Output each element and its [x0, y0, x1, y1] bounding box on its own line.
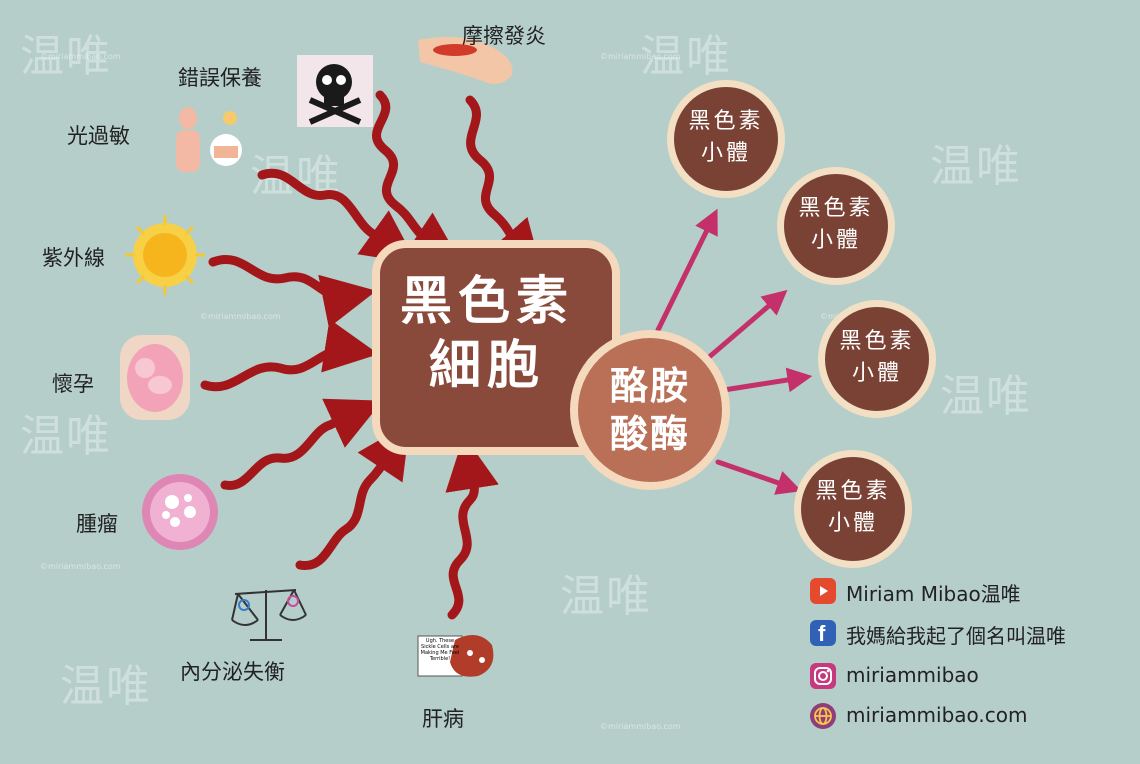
melanosome-circle-2 — [777, 167, 895, 285]
youtube-channel[interactable]: Miriam Mibao温唯 — [846, 582, 1021, 606]
tyrosinase-line1: 酪胺 — [609, 364, 690, 408]
liver-icon — [417, 635, 494, 677]
watermark: 温唯 — [940, 371, 1032, 422]
label-photosensitivity: 光過敏 — [67, 124, 130, 148]
watermark-site: ©miriammibao.com — [600, 722, 681, 731]
label-uv: 紫外線 — [42, 246, 105, 270]
liver-note: Ugh. These Sickle Cells are Making Me Fe… — [420, 638, 460, 662]
tumor-icon — [142, 474, 218, 550]
tyrosinase-line2: 酸酶 — [609, 412, 690, 456]
arrow-to-melanosome-1 — [655, 208, 718, 333]
watermark: 温唯 — [20, 31, 112, 82]
watermark-site: ©miriammibao.com — [40, 562, 121, 571]
arrow-to-melanosome-2 — [705, 289, 788, 361]
arrow-wrong-care — [372, 90, 463, 265]
label-endocrine: 內分泌失衡 — [180, 660, 285, 684]
melanosome-line1: 黑色素 — [798, 196, 874, 221]
label-wrong-care: 錯誤保養 — [178, 66, 262, 90]
arrow-pregnancy — [200, 319, 379, 392]
melanosome-circle-4 — [794, 450, 912, 568]
skull-icon — [297, 55, 373, 127]
body-allergy-icon — [176, 107, 242, 172]
scale-icon — [231, 589, 307, 641]
label-liver: 肝病 — [422, 707, 464, 731]
melanocyte-line1: 黑色素 — [399, 272, 574, 332]
pregnancy-icon — [120, 335, 190, 420]
facebook-page[interactable]: 我媽給我起了個名叫温唯 — [846, 624, 1066, 648]
watermark-site: ©miriammibao.com — [40, 52, 121, 61]
instagram-handle[interactable]: miriammibao — [846, 663, 979, 687]
melanosome-line2: 小體 — [810, 228, 861, 253]
melanosome-line1: 黑色素 — [688, 109, 764, 134]
melanosome-label-3: 黑色素 小體 — [818, 326, 936, 390]
watermark: 温唯 — [640, 31, 732, 82]
watermark: 温唯 — [60, 661, 152, 712]
melanosome-line1: 黑色素 — [815, 479, 891, 504]
arrow-to-melanosome-3 — [721, 367, 813, 393]
arrow-uv — [208, 255, 377, 328]
melanocyte-line2: 細胞 — [428, 336, 545, 396]
melanosome-line2: 小體 — [827, 511, 878, 536]
melanosome-line2: 小體 — [700, 141, 751, 166]
arrow-liver — [445, 435, 499, 620]
watermark: 温唯 — [560, 571, 652, 622]
youtube-icon — [810, 578, 836, 604]
arrow-to-melanosome-4 — [715, 459, 802, 495]
melanosome-label-4: 黑色素 小體 — [794, 476, 912, 540]
melanosome-label-2: 黑色素 小體 — [777, 193, 895, 257]
instagram-icon — [810, 663, 836, 689]
inflamed-arm-icon — [418, 36, 513, 84]
tyrosinase-circle — [570, 330, 730, 490]
arrow-endocrine — [295, 422, 410, 570]
watermark: 温唯 — [930, 141, 1022, 192]
melanosome-circle-1 — [667, 80, 785, 198]
melanosome-label-1: 黑色素 小體 — [667, 106, 785, 170]
melanosome-circle-3 — [818, 300, 936, 418]
globe-icon — [810, 703, 836, 729]
melanosome-line1: 黑色素 — [839, 329, 915, 354]
melanosome-line2: 小體 — [851, 361, 902, 386]
arrow-tumor — [220, 398, 383, 490]
label-tumor: 腫瘤 — [76, 512, 118, 536]
facebook-icon: f — [810, 620, 836, 646]
arrow-friction — [465, 95, 543, 276]
website-link[interactable]: miriammibao.com — [846, 703, 1028, 727]
label-friction: 摩擦發炎 — [462, 24, 546, 48]
watermark-site: ©miriammibao.com — [600, 52, 681, 61]
label-pregnancy: 懷孕 — [52, 372, 94, 396]
watermark: 温唯 — [20, 411, 112, 462]
melanocyte-label: 黑色素 細胞 — [372, 270, 602, 398]
sun-icon — [125, 215, 205, 295]
arrow-photosensitivity — [257, 168, 417, 264]
tyrosinase-label: 酪胺 酸酶 — [570, 362, 730, 458]
watermark-site: ©miriammibao.com — [200, 312, 281, 321]
